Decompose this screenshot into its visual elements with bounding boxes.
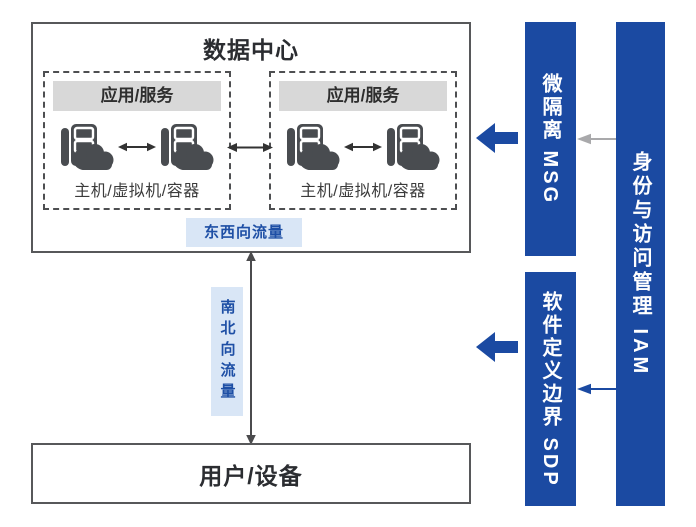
big-left-arrow-icon	[476, 331, 518, 363]
pillar-msg: 微隔离 MSG	[525, 22, 576, 256]
datacenter-title: 数据中心	[203, 37, 299, 63]
pillar-sdp: 软件定义边界 SDP	[525, 272, 576, 506]
pillar-iam: 身份与访问管理 IAM	[616, 22, 665, 506]
host-cloud-icon	[60, 123, 114, 171]
north-south-traffic-label: 南北向流量	[211, 287, 243, 416]
inter-group-double-arrow-icon	[227, 141, 273, 154]
thin-left-arrow-icon	[576, 382, 616, 396]
app-group-1-hosts	[45, 122, 229, 172]
north-south-double-arrow-icon	[244, 251, 258, 445]
app-group-2-header: 应用/服务	[279, 81, 447, 111]
host-cloud-icon	[160, 123, 214, 171]
thin-left-arrow-icon	[576, 132, 616, 146]
user-device-box: 用户/设备	[31, 443, 471, 504]
host-cloud-icon	[386, 123, 440, 171]
app-group-1: 应用/服务	[43, 71, 231, 210]
app-group-1-hosts-label: 主机/虚拟机/容器	[74, 183, 200, 200]
double-arrow-icon	[344, 141, 382, 153]
app-group-1-header: 应用/服务	[53, 81, 221, 111]
app-group-2: 应用/服务	[269, 71, 457, 210]
user-device-label: 用户/设备	[199, 462, 303, 489]
app-group-2-hosts	[271, 122, 455, 172]
host-cloud-icon	[286, 123, 340, 171]
big-left-arrow-icon	[476, 122, 518, 154]
east-west-traffic-label: 东西向流量	[186, 218, 302, 247]
app-group-2-hosts-label: 主机/虚拟机/容器	[300, 183, 426, 200]
double-arrow-icon	[118, 141, 156, 153]
